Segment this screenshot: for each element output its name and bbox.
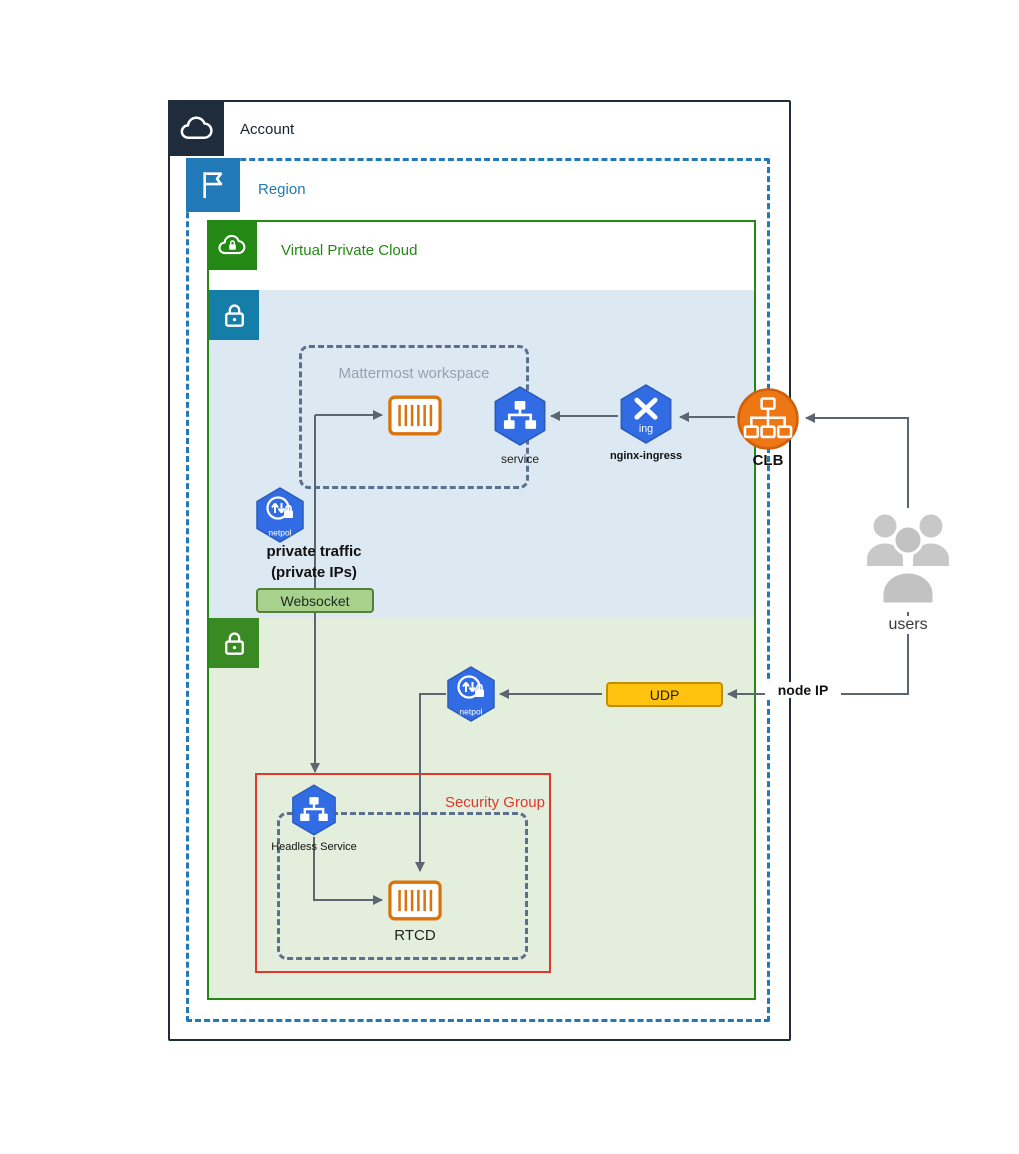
vpc-cloud-lock-icon xyxy=(207,220,257,270)
service-label: service xyxy=(500,452,539,466)
mattermost-container-icon xyxy=(388,395,442,436)
service-icon xyxy=(493,386,547,446)
security-group-label: Security Group xyxy=(444,794,545,811)
headless-service-label: Headless Service xyxy=(271,841,357,853)
private-traffic-line1: private traffic xyxy=(266,543,362,560)
svg-text:netpol: netpol xyxy=(268,528,291,538)
users-icon xyxy=(858,506,958,610)
rtcd-container-icon xyxy=(388,880,442,921)
public-subnet-lock-icon xyxy=(209,618,259,668)
udp-edge-label: UDP xyxy=(606,682,723,707)
rtcd-label: RTCD xyxy=(394,927,436,944)
node-ip-label: node IP xyxy=(765,682,841,698)
svg-text:netpol: netpol xyxy=(459,707,482,717)
users-label: users xyxy=(878,616,938,634)
rtcd-deployment-box xyxy=(277,812,528,960)
region-boundary xyxy=(186,158,770,1022)
vpc-label: Virtual Private Cloud xyxy=(281,242,418,259)
clb-label: CLB xyxy=(752,452,784,469)
svg-text:ing: ing xyxy=(639,423,653,435)
nginx-ingress-icon: ing xyxy=(619,384,673,444)
mattermost-workspace-label: Mattermost workspace xyxy=(338,365,490,382)
account-cloud-icon xyxy=(168,100,224,156)
private-subnet-lock-icon xyxy=(209,290,259,340)
region-flag-icon xyxy=(186,158,240,212)
netpol-udp-icon: netpol xyxy=(446,666,496,722)
region-label: Region xyxy=(258,181,306,198)
nginx-ingress-label: nginx-ingress xyxy=(609,450,683,462)
private-traffic-line2: (private IPs) xyxy=(271,564,357,581)
account-boundary xyxy=(168,100,791,1041)
vpc-boundary xyxy=(207,220,756,1000)
private-traffic-caption: private traffic (private IPs) xyxy=(238,541,390,583)
security-group-box xyxy=(255,773,551,973)
clb-icon xyxy=(736,387,800,451)
headless-service-icon xyxy=(291,784,337,836)
websocket-edge-label: Websocket xyxy=(256,588,374,613)
account-label: Account xyxy=(240,121,295,138)
netpol-private-icon: netpol xyxy=(255,487,305,543)
